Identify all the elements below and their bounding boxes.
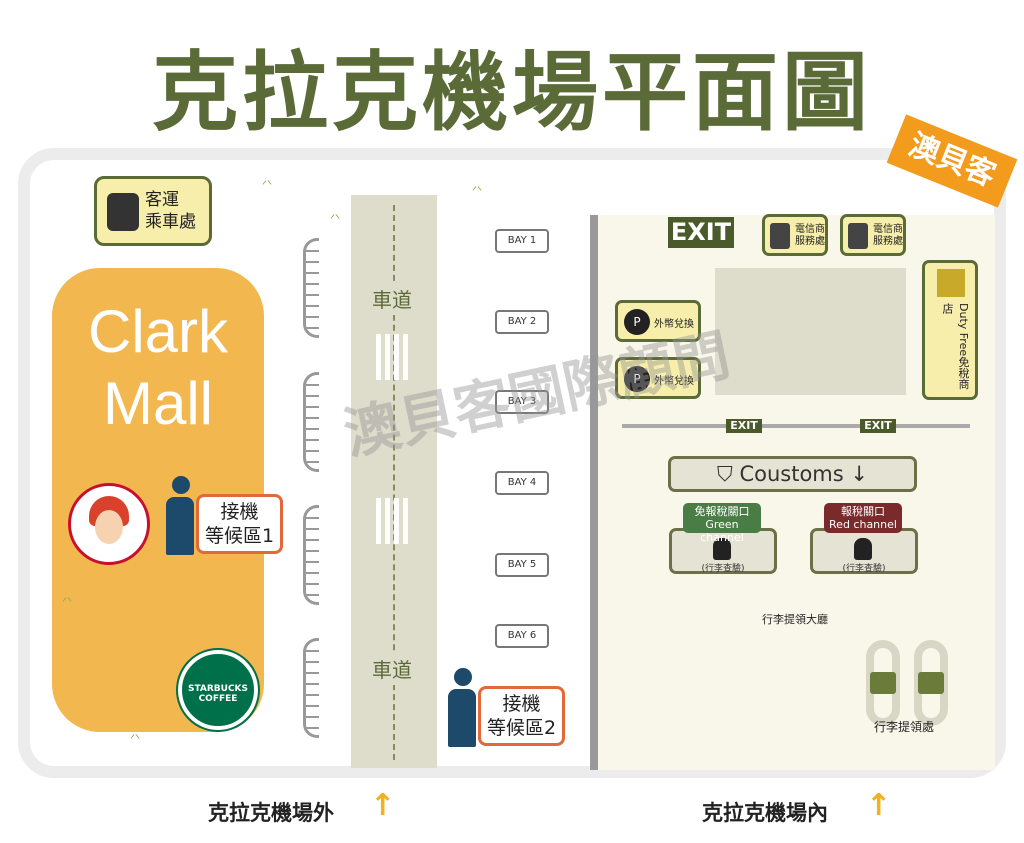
grass-icon: ᐟᐠ bbox=[130, 732, 141, 746]
grass-icon: ᐟᐠ bbox=[262, 178, 273, 192]
telecom-label: 服務處 bbox=[873, 236, 903, 247]
telecom-booth: 電信商服務處 bbox=[840, 214, 906, 256]
bay-2: BAY 2 bbox=[495, 310, 549, 334]
customs-sign: ⛉ Coustoms ↓ bbox=[668, 456, 917, 492]
bus-stop: 客運乘車處 bbox=[94, 176, 212, 246]
mall-label: Clark bbox=[87, 298, 228, 365]
channel-label: 免報稅關口 bbox=[694, 505, 750, 518]
lane-divider bbox=[393, 205, 395, 760]
duty-free-shop: Duty Free免稅商店 bbox=[922, 260, 978, 400]
bus-stop-label: 乘車處 bbox=[145, 212, 196, 232]
currency-icon: P bbox=[624, 366, 650, 392]
wall bbox=[622, 424, 970, 428]
currency-exchange: P 外幣兌換 bbox=[615, 300, 701, 342]
road-label: 車道 bbox=[372, 282, 412, 315]
bus-icon bbox=[107, 193, 139, 231]
kiosk-icon bbox=[770, 223, 790, 249]
officer-icon bbox=[854, 538, 872, 560]
bay-6: BAY 6 bbox=[495, 624, 549, 648]
baggage-hall-label: 行李提領大廳 bbox=[762, 613, 828, 626]
inspect-label: (行李查驗) bbox=[701, 564, 745, 574]
channel-label: Red channel bbox=[829, 518, 897, 531]
customs-label: Coustoms bbox=[739, 462, 844, 486]
luggage-icon bbox=[870, 672, 896, 694]
duty-free-label: Duty Free免稅商店 bbox=[941, 303, 970, 390]
telecom-label: 電信商 bbox=[873, 224, 903, 235]
channel-label: Green channel bbox=[700, 518, 744, 544]
grass-icon: ᐟᐠ bbox=[472, 184, 483, 198]
bay-4: BAY 4 bbox=[495, 471, 549, 495]
currency-exchange: P 外幣兌換 bbox=[615, 357, 701, 399]
parking-slots bbox=[303, 238, 319, 338]
forex-label: 外幣兌換 bbox=[654, 319, 694, 330]
starbucks-logo: STARBUCKS COFFEE bbox=[176, 648, 260, 732]
person-icon bbox=[166, 476, 200, 556]
currency-icon: P bbox=[624, 309, 650, 335]
bay-1: BAY 1 bbox=[495, 229, 549, 253]
officer-icon bbox=[713, 538, 731, 560]
crosswalk bbox=[376, 498, 408, 544]
waiting-area-2: 接機 等候區2 bbox=[478, 686, 566, 746]
shop-icon bbox=[937, 269, 965, 297]
exit-sign: EXIT bbox=[860, 419, 896, 433]
central-area bbox=[715, 268, 906, 395]
crosswalk bbox=[376, 334, 408, 380]
bay-3: BAY 3 bbox=[495, 390, 549, 414]
telecom-booth: 電信商服務處 bbox=[762, 214, 828, 256]
grass-icon: ᐟᐠ bbox=[330, 212, 341, 226]
forex-label: 外幣兌換 bbox=[654, 376, 694, 387]
arrow-up-icon: ↑ bbox=[866, 788, 892, 823]
road-label: 車道 bbox=[372, 652, 412, 685]
wendys-logo bbox=[68, 483, 150, 565]
person-icon bbox=[448, 668, 482, 748]
telecom-label: 服務處 bbox=[795, 236, 825, 247]
channel-label: 報稅關口 bbox=[841, 505, 885, 518]
waiting-label: 接機 bbox=[220, 501, 259, 523]
luggage-icon bbox=[918, 672, 944, 694]
baggage-claim-label: 行李提領處 bbox=[874, 720, 935, 734]
page-title: 克拉克機場平面圖 bbox=[152, 43, 872, 143]
waiting-label: 等候區1 bbox=[205, 525, 275, 547]
waiting-label: 接機 bbox=[502, 693, 541, 715]
grass-icon: ᐟᐠ bbox=[62, 595, 73, 609]
bay-5: BAY 5 bbox=[495, 553, 549, 577]
exit-sign: EXIT bbox=[668, 217, 734, 248]
arrow-down-icon: ↓ bbox=[843, 462, 868, 486]
kiosk-icon bbox=[848, 223, 868, 249]
mall-label: Mall bbox=[102, 370, 213, 437]
arrow-up-icon: ↑ bbox=[370, 788, 396, 823]
waiting-area-1: 接機 等候區1 bbox=[196, 494, 284, 554]
customs-officer-icon: ⛉ bbox=[717, 462, 740, 486]
exit-sign: EXIT bbox=[726, 419, 762, 433]
outside-label: 克拉克機場外 bbox=[208, 801, 334, 825]
inspect-label: (行李查驗) bbox=[842, 564, 886, 574]
inside-label: 克拉克機場內 bbox=[702, 801, 828, 825]
parking-slots bbox=[303, 638, 319, 738]
bus-stop-label: 客運 bbox=[145, 190, 179, 210]
starbucks-text: STARBUCKS COFFEE bbox=[187, 684, 249, 704]
telecom-label: 電信商 bbox=[795, 224, 825, 235]
waiting-label: 等候區2 bbox=[487, 717, 557, 739]
parking-slots bbox=[303, 505, 319, 605]
parking-slots bbox=[303, 372, 319, 472]
